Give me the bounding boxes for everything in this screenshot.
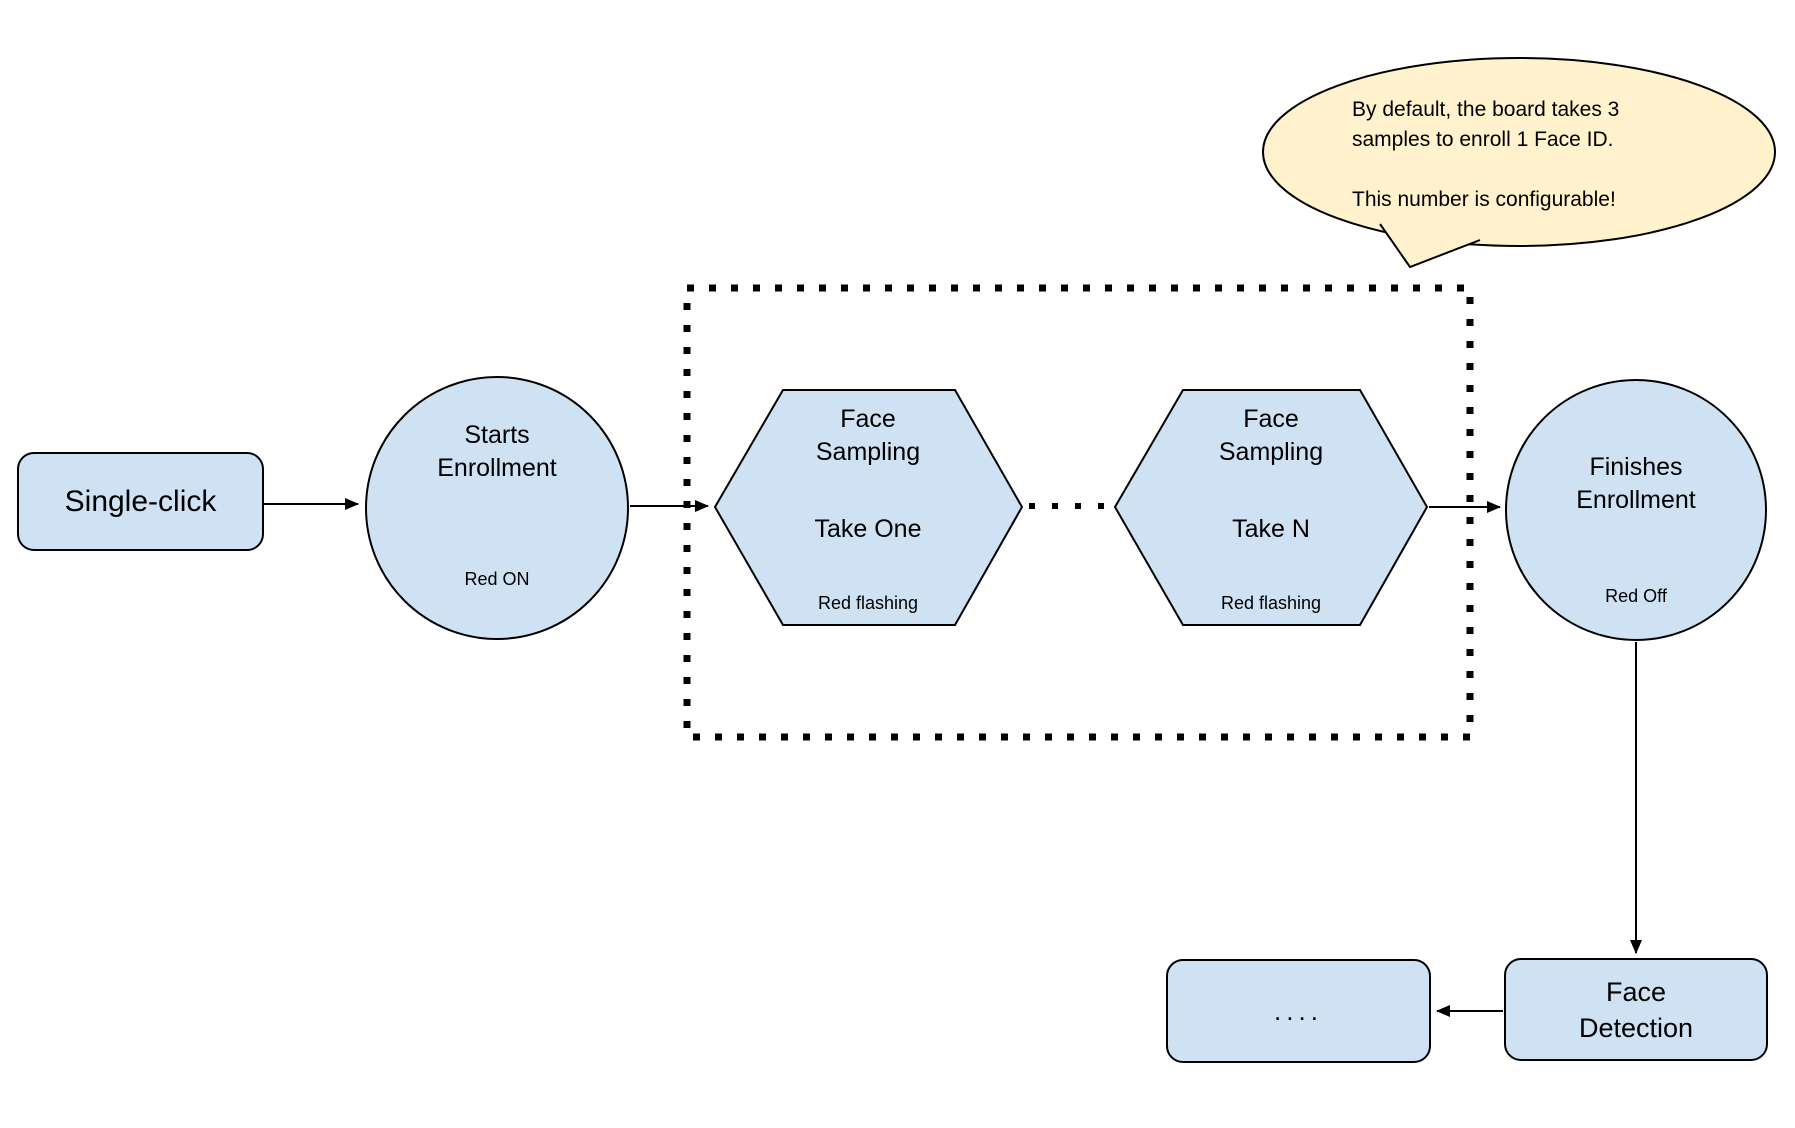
- callout-bubble: [1262, 57, 1776, 247]
- sampling-one-status: Red flashing: [817, 593, 919, 613]
- callout-text: By default, the board takes 3 samples to…: [1352, 98, 1620, 211]
- face-sampling-take-n-node: [1113, 389, 1429, 626]
- face-detection-label: Face Detection: [1578, 976, 1694, 1043]
- single-click-label: Single-click: [64, 484, 217, 518]
- sampling-n-subtitle: Take N: [1232, 515, 1310, 543]
- sampling-one-subtitle: Take One: [814, 515, 922, 543]
- finishes-enrollment-node: [1505, 379, 1767, 641]
- continuation-node: [1166, 959, 1431, 1063]
- starts-enrollment-status: Red ON: [464, 569, 530, 589]
- continuation-label: ....: [1274, 995, 1323, 1026]
- sampling-n-title: Face Sampling: [1218, 405, 1324, 466]
- finishes-enrollment-status: Red Off: [1605, 586, 1667, 606]
- starts-enrollment-title: Starts Enrollment: [437, 421, 557, 482]
- starts-enrollment-node: [365, 376, 629, 640]
- single-click-node: [17, 452, 264, 551]
- finishes-enrollment-title: Finishes Enrollment: [1576, 453, 1696, 514]
- sampling-n-status: Red flashing: [1220, 593, 1322, 613]
- callout-tail: [1379, 223, 1481, 269]
- face-sampling-take-one-node: [713, 389, 1024, 626]
- face-detection-node: [1504, 958, 1768, 1061]
- sampling-one-title: Face Sampling: [815, 405, 921, 466]
